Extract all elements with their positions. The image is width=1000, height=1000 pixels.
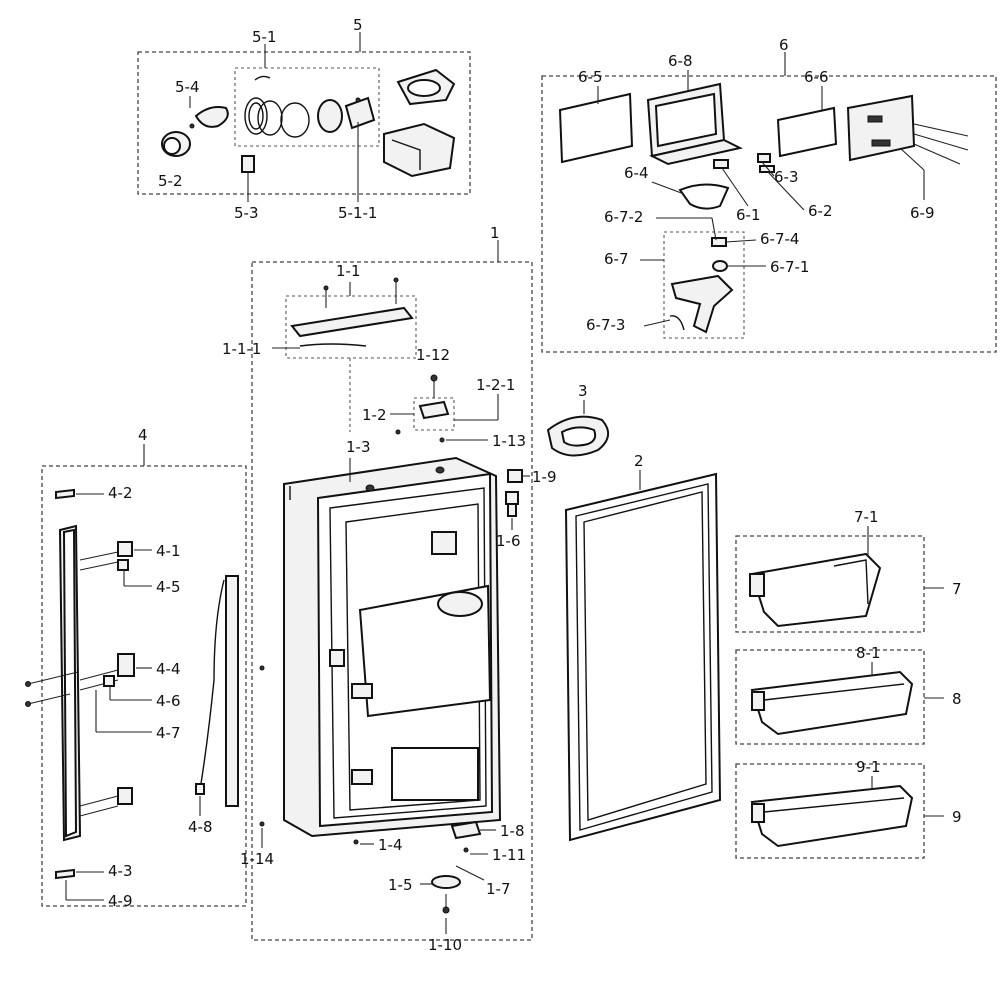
group-5-frame — [137, 51, 471, 195]
callout-6-7: 6-7 — [604, 250, 629, 268]
hinge-cover-part — [290, 277, 414, 347]
funnel-part — [678, 183, 730, 210]
callout-6-7-4: 6-7-4 — [760, 230, 799, 248]
door-body-part — [283, 456, 502, 838]
callout-6-3: 6-3 — [774, 168, 799, 186]
callout-5-1: 5-1 — [252, 28, 277, 46]
callout-6-2: 6-2 — [808, 202, 833, 220]
group-4: 4 4-2 4-1 4-5 4-4 4-6 4-7 4-8 4-3 4-9 — [25, 426, 247, 910]
callout-7-1: 7-1 — [854, 508, 879, 526]
callout-5-4: 5-4 — [175, 78, 200, 96]
callout-1-14: 1-14 — [240, 850, 274, 868]
callout-5-1-1: 5-1-1 — [338, 204, 377, 222]
cover-sheet-part — [558, 92, 634, 164]
knob-part — [161, 131, 191, 157]
callout-4: 4 — [138, 426, 148, 444]
door-handle-part — [58, 524, 135, 842]
group-1: 1 1-1 1-1-1 1-12 1-2-1 1-2 1-3 1-13 1-9 … — [222, 224, 557, 954]
callout-4-2: 4-2 — [108, 484, 133, 502]
hinge-part — [418, 400, 450, 420]
group-6: 6 6-5 6-8 6-6 6-3 6-4 6-1 6-2 6-9 6-7-2 … — [541, 36, 997, 353]
gasket-part — [759, 165, 775, 173]
group-6-frame — [541, 75, 997, 353]
callout-6-4: 6-4 — [624, 164, 649, 182]
bushing-1-5-part — [431, 875, 461, 889]
callout-6-7-3: 6-7-3 — [586, 316, 625, 334]
callout-6-7-1: 6-7-1 — [770, 258, 809, 276]
callout-9-1: 9-1 — [856, 758, 881, 776]
group-9: 9-1 9 — [735, 758, 962, 859]
callout-1-2-1: 1-2-1 — [476, 376, 515, 394]
panel-frame-part — [646, 82, 743, 166]
bin-7-part — [750, 552, 882, 628]
callout-1-5: 1-5 — [388, 876, 413, 894]
callout-1-11: 1-11 — [492, 846, 526, 864]
group-6-7-frame — [663, 231, 745, 339]
dispenser-lever-part — [669, 237, 734, 334]
door-gasket: 2 — [564, 452, 722, 842]
callout-1-4: 1-4 — [378, 836, 403, 854]
control-board-part — [776, 106, 838, 158]
group-8: 8-1 8 — [735, 644, 962, 745]
group-7-frame — [735, 535, 925, 633]
callout-4-4: 4-4 — [156, 660, 181, 678]
fan-motor-part — [383, 68, 456, 178]
callout-9: 9 — [952, 808, 962, 826]
callout-1-9: 1-9 — [532, 468, 557, 486]
callout-1-3: 1-3 — [346, 438, 371, 456]
spacer-part — [757, 153, 771, 163]
callout-6-5: 6-5 — [578, 68, 603, 86]
switch-part — [713, 159, 729, 169]
callout-1-7: 1-7 — [486, 880, 511, 898]
cap-part — [194, 106, 229, 128]
callout-5: 5 — [353, 16, 363, 34]
callout-4-1: 4-1 — [156, 542, 181, 560]
seal-rings-part — [244, 75, 376, 138]
callout-4-9: 4-9 — [108, 892, 133, 910]
callout-6-1: 6-1 — [736, 206, 761, 224]
hinge-bracket-1-8-part — [450, 820, 482, 840]
callout-1-8: 1-8 — [500, 822, 525, 840]
bin-9-part — [750, 784, 914, 848]
callout-1-1-1: 1-1-1 — [222, 340, 261, 358]
clip-1-9-part — [507, 469, 523, 483]
callout-1-12: 1-12 — [416, 346, 450, 364]
callout-6-9: 6-9 — [910, 204, 935, 222]
callout-4-6: 4-6 — [156, 692, 181, 710]
callout-1-10: 1-10 — [428, 936, 462, 954]
callout-1: 1 — [490, 224, 500, 242]
group-5: 5 5-1 5-4 5-2 5-3 5-1-1 — [137, 16, 471, 222]
callout-8: 8 — [952, 690, 962, 708]
callout-4-5: 4-5 — [156, 578, 181, 596]
group-8-frame — [735, 649, 925, 745]
callout-7: 7 — [952, 580, 962, 598]
callout-4-7: 4-7 — [156, 724, 181, 742]
group-1-frame — [251, 261, 533, 941]
callout-4-3: 4-3 — [108, 862, 133, 880]
callout-8-1: 8-1 — [856, 644, 881, 662]
callout-1-6: 1-6 — [496, 532, 521, 550]
callout-3: 3 — [578, 382, 588, 400]
callout-1-13: 1-13 — [492, 432, 526, 450]
group-5-1-frame — [234, 67, 380, 147]
callout-1-1: 1-1 — [336, 262, 361, 280]
callout-2: 2 — [634, 452, 644, 470]
callout-6: 6 — [779, 36, 789, 54]
callout-5-3: 5-3 — [234, 204, 259, 222]
cam-1-6-part — [505, 491, 519, 517]
callout-4-8: 4-8 — [188, 818, 213, 836]
wire-part — [199, 579, 225, 791]
callout-6-6: 6-6 — [804, 68, 829, 86]
callout-6-8: 6-8 — [668, 52, 693, 70]
group-9-frame — [735, 763, 925, 859]
bracket-part — [241, 155, 255, 173]
callout-6-7-2: 6-7-2 — [604, 208, 643, 226]
callout-5-2: 5-2 — [158, 172, 183, 190]
callout-1-2: 1-2 — [362, 406, 387, 424]
part-3: 3 — [546, 382, 609, 457]
group-7: 7-1 7 — [735, 508, 962, 633]
housing-part — [846, 94, 969, 165]
bin-8-part — [750, 670, 914, 736]
